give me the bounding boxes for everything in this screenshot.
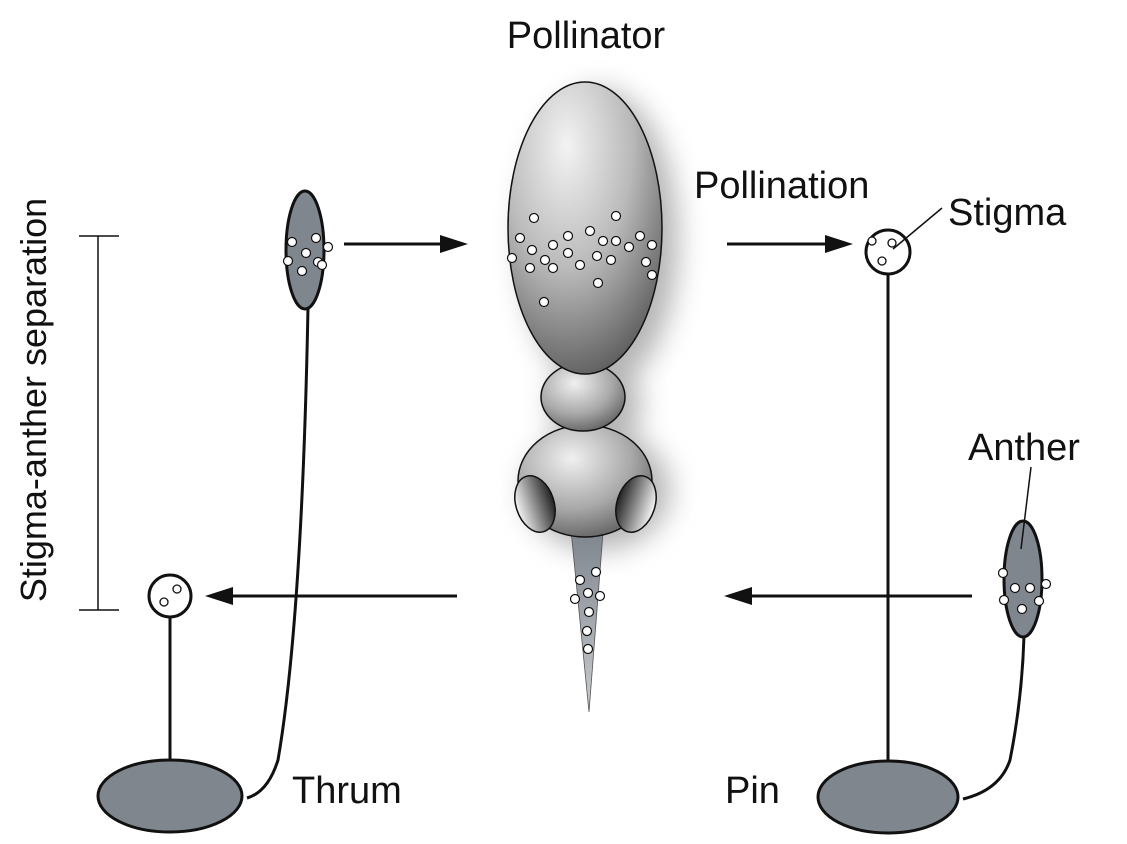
arrow-thrum-to-pollinator	[344, 235, 468, 253]
separation-label: Stigma-anther separation	[13, 198, 54, 602]
pollinator-label: Pollinator	[507, 15, 666, 57]
separation-scale	[79, 236, 119, 610]
thrum-filament	[247, 307, 308, 798]
pollinator-insect	[508, 82, 679, 712]
stigma-leader	[893, 208, 942, 249]
abdomen	[508, 82, 662, 374]
pin-filament	[963, 636, 1024, 799]
arrow-pin-to-pollinator	[724, 587, 972, 605]
thrum-stigma	[149, 575, 191, 617]
stigma-label: Stigma	[948, 192, 1067, 234]
pin-base	[818, 761, 958, 833]
thrum-flower	[98, 191, 333, 832]
pollination-label: Pollination	[694, 165, 869, 207]
arrow-pollinator-to-pin	[727, 235, 853, 253]
thrum-base	[98, 760, 242, 832]
arrow-pollinator-to-thrum	[205, 587, 457, 605]
anther-label: Anther	[968, 427, 1080, 469]
pin-flower	[818, 230, 1051, 833]
pin-label: Pin	[725, 770, 780, 812]
thrum-label: Thrum	[292, 770, 402, 812]
